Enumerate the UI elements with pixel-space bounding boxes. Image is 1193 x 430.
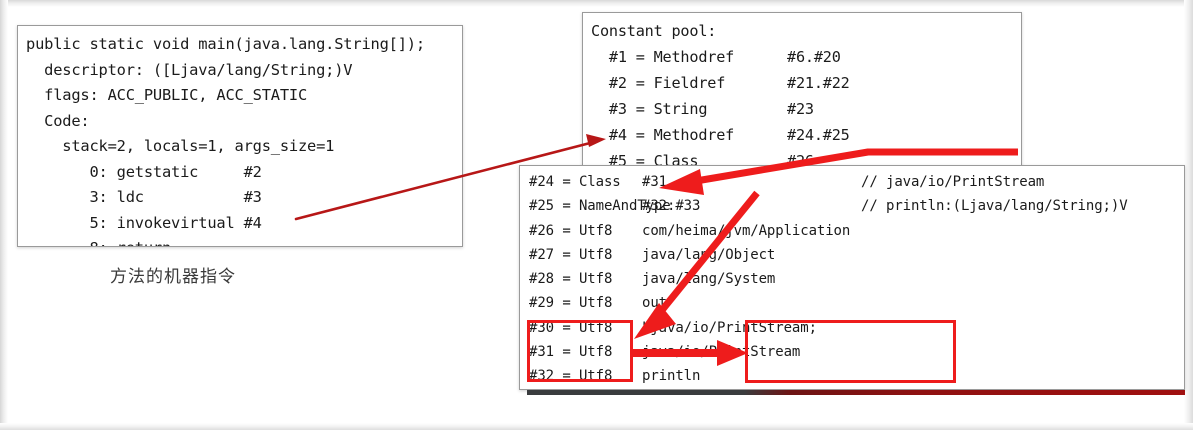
- code-line: 0: getstatic #2: [26, 162, 262, 181]
- page-shadow-top: [0, 0, 1193, 7]
- method-instructions-box: public static void main(java.lang.String…: [17, 25, 463, 247]
- constant-pool-row: #2 = Fieldref #21.#22: [591, 70, 1021, 96]
- cp-index: #31 = Utf8: [529, 344, 613, 361]
- page-shadow-bottom: [0, 423, 1193, 430]
- cp-value: #32:#33: [642, 198, 701, 215]
- utf8-index-highlight-box: [527, 320, 633, 382]
- utf8-value-highlight-box: [745, 320, 956, 383]
- cp-index: #2 = Fieldref: [591, 74, 726, 92]
- cp-value: println: [642, 368, 701, 385]
- cp-value: com/heima/jvm/Application: [642, 222, 851, 239]
- code-line: stack=2, locals=1, args_size=1: [26, 137, 335, 155]
- cp-index: #26 = Utf8: [529, 222, 613, 239]
- constant-pool-row: #3 = String #23: [591, 96, 1021, 122]
- method-instructions-caption: 方法的机器指令: [110, 267, 236, 287]
- code-line: 8: return: [26, 236, 462, 246]
- code-line: descriptor: ([Ljava/lang/String;)V: [26, 60, 353, 79]
- cp-value: #23: [787, 100, 814, 118]
- cp-value: #6.#20: [787, 48, 841, 66]
- code-line: public static void main(java.lang.String…: [26, 35, 425, 53]
- constant-pool-detail-row: #26 = Utf8 com/heima/jvm/Application: [529, 219, 1184, 243]
- cp-index: #29 = Utf8: [529, 295, 613, 312]
- cp-index: #27 = Utf8: [529, 246, 613, 263]
- code-line: flags: ACC_PUBLIC, ACC_STATIC: [26, 86, 308, 104]
- cp-index: #24 = Class: [529, 174, 621, 190]
- cp-comment: // java/io/PrintStream: [861, 174, 1045, 190]
- cp-value: #21.#22: [787, 74, 850, 92]
- page-shadow-right: [1184, 0, 1193, 430]
- cp-value: #24.#25: [787, 126, 850, 144]
- constant-pool-detail-row: #29 = Utf8 out: [529, 291, 1184, 315]
- constant-pool-header: Constant pool:: [591, 22, 717, 40]
- cp-value: java/lang/System: [642, 271, 776, 288]
- code-line: Code:: [26, 111, 90, 130]
- constant-pool-detail-row: #27 = Utf8 java/lang/Object: [529, 243, 1184, 267]
- cp-index: #25 = NameAndType: [529, 198, 671, 215]
- detail-box-bottom-bar: [527, 390, 1185, 395]
- cp-value: java/lang/Object: [642, 246, 776, 263]
- constant-pool-row: #1 = Methodref #6.#20: [591, 44, 1021, 70]
- cp-value: Ljava/io/PrintStream;: [642, 319, 817, 336]
- page-shadow-left: [0, 0, 8, 430]
- cp-index: #3 = String: [591, 100, 708, 118]
- constant-pool-detail-row: #30 = Utf8 Ljava/io/PrintStream;: [529, 316, 1184, 340]
- constant-pool-box: Constant pool: #1 = Methodref #6.#20 #2 …: [582, 12, 1022, 172]
- cp-value: out: [642, 295, 667, 312]
- cp-index: #28 = Utf8: [529, 271, 613, 288]
- cp-comment: // println:(Ljava/lang/String;)V: [861, 198, 1128, 215]
- constant-pool-detail-row: #28 = Utf8 java/lang/System: [529, 267, 1184, 291]
- constant-pool-detail-row: #25 = NameAndType #32:#33 // println:(Lj…: [529, 194, 1184, 218]
- constant-pool-detail-row: #24 = Class #31 // java/io/PrintStream: [529, 170, 1184, 194]
- cp-value: #31: [642, 174, 667, 190]
- constant-pool-row: #4 = Methodref #24.#25: [591, 122, 1021, 148]
- cp-index: #4 = Methodref: [591, 126, 735, 144]
- code-line: 5: invokevirtual #4: [26, 213, 262, 232]
- cp-index: #30 = Utf8: [529, 319, 613, 336]
- cp-index: #1 = Methodref: [591, 48, 735, 66]
- code-line: 3: ldc #3: [26, 188, 262, 206]
